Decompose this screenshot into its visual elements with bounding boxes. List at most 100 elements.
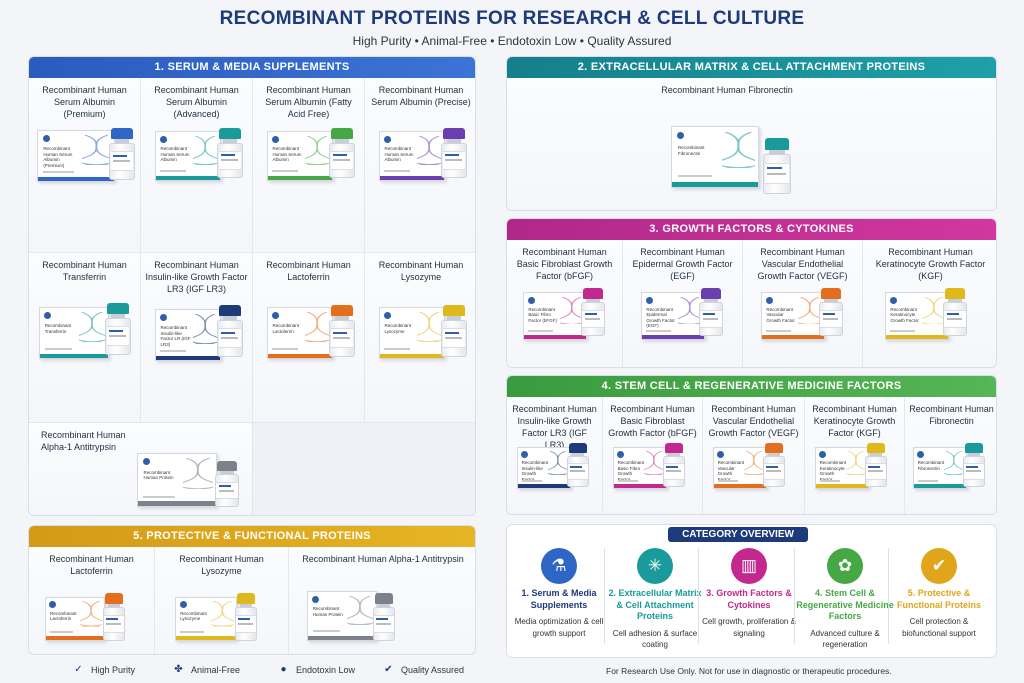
- overview-title: 1. Serum & Media Supplements: [521, 588, 597, 610]
- section-heading: 5. PROTECTIVE & FUNCTIONAL PROTEINS: [29, 526, 475, 547]
- stem-cell-icon: ✿: [827, 548, 863, 584]
- product-grid: Recombinant Human Serum Albumin (Premium…: [29, 78, 475, 515]
- vial-image: [581, 288, 605, 336]
- box-label: Recombinant Lysozyme: [384, 323, 411, 334]
- overview-title: 5. Protective & Functional Proteins: [896, 588, 981, 610]
- brand-logo-icon: [271, 135, 279, 143]
- overview-heading: CATEGORY OVERVIEW: [668, 527, 808, 542]
- product-card[interactable]: Recombinant Human Keratinocyte Growth Fa…: [863, 240, 996, 367]
- product-card[interactable]: Recombinant Human Basic Fibroblast Growt…: [507, 240, 623, 367]
- dna-helix-icon: [744, 451, 764, 476]
- overview-desc: Cell adhesion & surface coating: [612, 628, 698, 650]
- product-card[interactable]: Recombinant Human Serum Albumin (Premium…: [29, 78, 141, 253]
- vial-label: [964, 462, 984, 480]
- brand-logo-icon: [819, 451, 827, 459]
- section-ecm: 2. EXTRACELLULAR MATRIX & CELL ATTACHMEN…: [506, 56, 997, 211]
- product-card[interactable]: Recombinant Human Insulin-like Growth Fa…: [141, 253, 253, 423]
- box-fine-print: [917, 479, 939, 482]
- product-card[interactable]: Recombinant Human Basic Fibroblast Growt…: [603, 397, 703, 514]
- vial-label: [330, 328, 354, 349]
- vial-label: [866, 462, 886, 480]
- product-card[interactable]: Recombinant Human Vascular Endothelial G…: [743, 240, 863, 367]
- box-label: Recombinant Human Serum Albumin: [160, 146, 190, 163]
- vial-cap: [764, 443, 784, 453]
- box-fine-print: [43, 171, 74, 173]
- box-label: Recombinant Lactoferrin: [272, 323, 299, 334]
- vial-cap: [700, 288, 722, 299]
- vial-image: [865, 443, 887, 487]
- box-accent-stripe: [672, 181, 758, 187]
- product-card[interactable]: Recombinant Human Keratinocyte Growth Fa…: [805, 397, 905, 514]
- brand-logo-icon: [677, 131, 685, 139]
- drop-icon: ●: [280, 664, 287, 675]
- vial-neck: [222, 139, 238, 143]
- overview-title: 4. Stem Cell & Regenerative Medicine Fac…: [796, 588, 894, 621]
- product-box-image: Recombinant Epidermal Growth Factor (EGF…: [641, 292, 705, 340]
- product-name: Recombinant Human Insulin-like Growth Fa…: [512, 404, 597, 450]
- vial-cap: [964, 443, 984, 453]
- vial-cap: [219, 305, 241, 317]
- brand-logo-icon: [917, 451, 925, 459]
- product-box-image: Recombinant Insulin-like Factor LR (IGF …: [155, 309, 221, 361]
- vial-cap: [568, 443, 588, 453]
- section-heading: 1. SERUM & MEDIA SUPPLEMENTS: [29, 57, 475, 78]
- brand-logo-icon: [179, 601, 187, 609]
- feature-badge: ✤Animal-Free: [172, 663, 240, 676]
- box-label: Recombinant Basic Fibro Factor (bFGF): [528, 306, 557, 323]
- product-card[interactable]: Recombinant Human Epidermal Growth Facto…: [623, 240, 743, 367]
- product-card[interactable]: Recombinant Human Insulin-like Growth Fa…: [507, 397, 603, 514]
- dna-helix-icon: [797, 296, 822, 325]
- vial-label: [330, 150, 354, 170]
- product-card[interactable]: Recombinant Human Serum Albumin (Advance…: [141, 78, 253, 253]
- vial-label: [442, 328, 466, 349]
- vial-label: [568, 462, 588, 480]
- dna-helix-icon: [347, 595, 374, 625]
- vial-label: [442, 150, 466, 170]
- box-fine-print: [50, 631, 74, 634]
- vial-cap: [443, 305, 465, 317]
- vial-label: [664, 462, 684, 480]
- product-box-image: Recombinant Human Serum Albumin: [379, 131, 445, 181]
- box-label: Recombinant Human Protein: [312, 606, 343, 617]
- vial-neck: [220, 471, 234, 475]
- product-card[interactable]: Recombinant Human Vascular Endothelial G…: [703, 397, 805, 514]
- product-card[interactable]: Recombinant Human Serum Albumin (Fatty A…: [253, 78, 365, 253]
- box-accent-stripe: [816, 484, 868, 488]
- section-heading: 2. EXTRACELLULAR MATRIX & CELL ATTACHMEN…: [507, 57, 996, 78]
- vial-label: [236, 614, 256, 633]
- product-box-image: Recombinant Lysozyme: [175, 597, 237, 641]
- overview-desc: Cell growth, proliferation & signaling: [702, 617, 796, 638]
- box-label: Recombinant Fibronectin: [917, 460, 945, 471]
- box-label: Recombinant Epidermal Growth Factor (EGF…: [646, 306, 675, 329]
- box-accent-stripe: [380, 175, 444, 180]
- vial-neck: [967, 452, 981, 457]
- product-box-image: Recombinant Insulin-like Growth Factor: [517, 447, 571, 489]
- box-accent-stripe: [914, 484, 966, 488]
- network-icon: ✳: [637, 548, 673, 584]
- product-box-image: Recombinant Basic Fibro Factor (bFGF): [523, 292, 587, 340]
- divider: [888, 548, 889, 644]
- box-accent-stripe: [308, 635, 376, 640]
- product-name: Recombinant Human Vascular Endothelial G…: [708, 404, 799, 438]
- vial-label: [218, 328, 242, 349]
- product-name: Recombinant Human Basic Fibroblast Growt…: [516, 247, 613, 281]
- vial-cap: [107, 303, 129, 315]
- section-heading: 3. GROWTH FACTORS & CYTOKINES: [507, 219, 996, 240]
- vial-image: [819, 288, 843, 336]
- product-box-image: Recombinant Transferrin: [39, 307, 109, 359]
- box-accent-stripe: [176, 636, 236, 640]
- vial-neck: [667, 452, 681, 457]
- product-card[interactable]: Recombinant Human Serum Albumin (Precise…: [365, 78, 475, 253]
- vial-cap: [111, 128, 133, 140]
- vial-image: [235, 593, 257, 641]
- shield-check-icon: ✔: [384, 664, 393, 675]
